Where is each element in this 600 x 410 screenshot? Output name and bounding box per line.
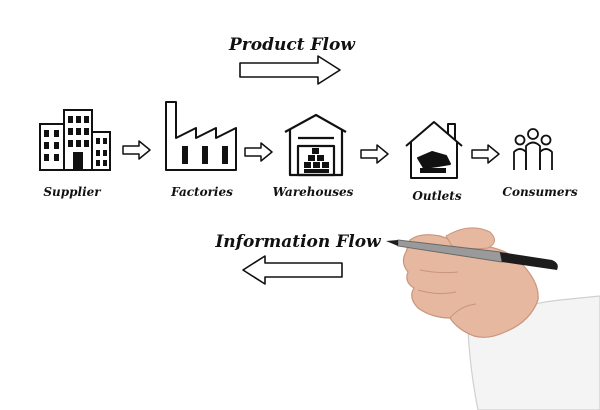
stage-arrow-icon — [122, 140, 151, 160]
information-flow-title: Information Flow — [214, 232, 382, 252]
product-flow-arrow-icon — [239, 55, 341, 85]
stage-label-consumers: Consumers — [502, 185, 577, 199]
stage-arrow-icon — [244, 142, 273, 162]
warehouse-icon — [284, 113, 347, 177]
product-flow-title: Product Flow — [228, 35, 356, 55]
stage-arrow-icon — [471, 144, 500, 164]
stage-label-factories: Factories — [170, 185, 233, 199]
store-icon — [405, 121, 463, 179]
stage-arrow-icon — [360, 144, 389, 164]
office-building-icon — [39, 109, 111, 171]
pen-tip — [386, 240, 398, 246]
hand-with-pen-illustration — [386, 227, 600, 410]
stage-label-warehouses: Warehouses — [273, 185, 354, 199]
factory-icon — [165, 101, 237, 171]
information-flow-arrow-icon — [242, 255, 343, 285]
pen-cap — [500, 252, 558, 270]
people-icon — [513, 128, 553, 170]
stage-label-supplier: Supplier — [43, 185, 102, 199]
stage-label-outlets: Outlets — [412, 189, 461, 203]
